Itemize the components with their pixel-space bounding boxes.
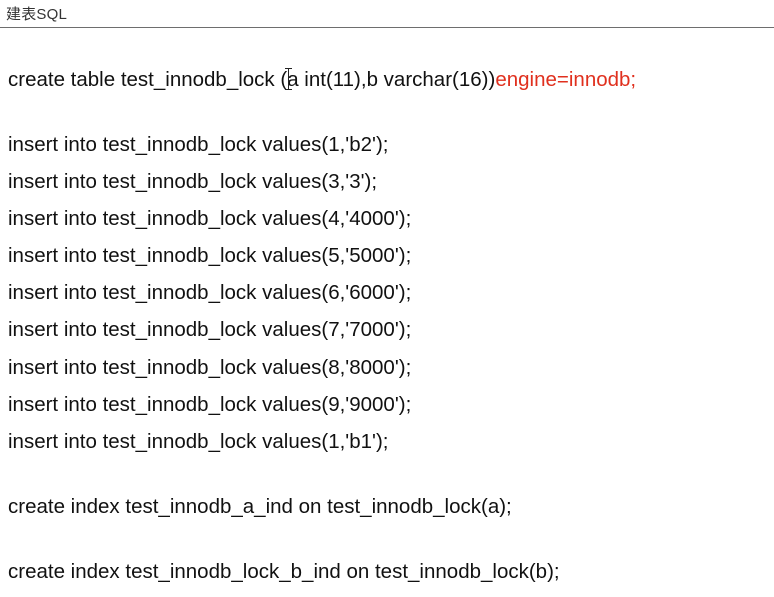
create-index-b-statement: create index test_innodb_lock_b_ind on t…: [8, 560, 560, 583]
insert-statement: insert into test_innodb_lock values(8,'8…: [8, 356, 412, 379]
header-divider: [0, 27, 774, 28]
insert-statement: insert into test_innodb_lock values(5,'5…: [8, 244, 412, 267]
insert-statement: insert into test_innodb_lock values(9,'9…: [8, 393, 412, 416]
create-table-statement: create table test_innodb_lock (a int(11)…: [8, 68, 636, 92]
sql-code-block[interactable]: create table test_innodb_lock (a int(11)…: [8, 0, 768, 583]
section-title: 建表SQL: [6, 6, 68, 23]
insert-statement: insert into test_innodb_lock values(7,'7…: [8, 318, 412, 341]
insert-statement: insert into test_innodb_lock values(1,'b…: [8, 430, 389, 453]
create-index-a-statement: create index test_innodb_a_ind on test_i…: [8, 495, 512, 518]
section-header: 建表SQL: [0, 0, 774, 28]
insert-statement: insert into test_innodb_lock values(1,'b…: [8, 133, 389, 156]
engine-clause: engine=innodb;: [495, 68, 637, 91]
insert-statement: insert into test_innodb_lock values(6,'6…: [8, 281, 412, 304]
insert-statement: insert into test_innodb_lock values(3,'3…: [8, 170, 378, 193]
text-cursor-icon: [285, 68, 293, 90]
insert-statement: insert into test_innodb_lock values(4,'4…: [8, 207, 412, 230]
create-table-text: create table test_innodb_lock (: [8, 68, 288, 91]
create-table-columns: a int(11),b varchar(16)): [287, 68, 496, 91]
